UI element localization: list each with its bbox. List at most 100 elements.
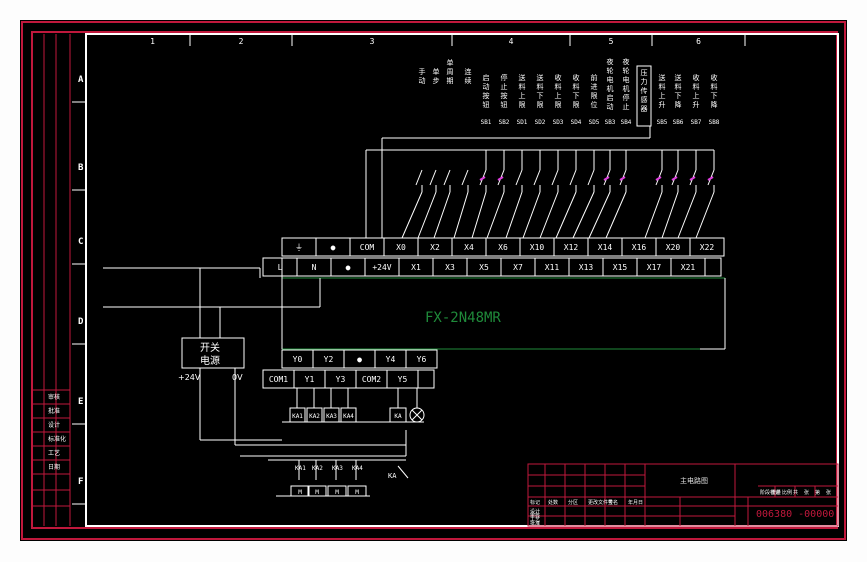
plc-bottom-terminal: +24V <box>372 263 391 272</box>
row-letter: B <box>78 163 84 173</box>
input-label-char: 连 <box>465 67 472 76</box>
input-label-char: 限 <box>519 100 526 109</box>
input-label-code: SB2 <box>499 119 510 126</box>
input-label-char: 止 <box>623 102 630 111</box>
input-label-char: 料 <box>675 82 682 91</box>
input-label-char: 料 <box>537 82 544 91</box>
input-label-char: 电 <box>623 75 630 84</box>
plc-bottom-terminal: X1 <box>411 263 421 272</box>
plc-top-terminal: X16 <box>632 243 647 252</box>
input-label-char: 续 <box>465 76 472 85</box>
input-label-char: 轮 <box>607 66 614 75</box>
input-label-char: 停 <box>623 93 630 102</box>
output-top-terminal: Y2 <box>324 355 334 364</box>
plc-bottom-terminal: X17 <box>647 263 662 272</box>
input-label-char: 送 <box>519 73 526 82</box>
input-label-char: 压 <box>641 69 648 77</box>
left-strip-label: 日期 <box>48 463 60 471</box>
drawing-frame <box>85 33 839 527</box>
ka-switch-label: KA <box>388 472 397 480</box>
input-label-char: 前 <box>591 73 598 82</box>
output-top-terminal: Y4 <box>386 355 396 364</box>
column-number: 4 <box>509 37 514 46</box>
input-label-code: SB7 <box>691 119 702 126</box>
input-label-char: 料 <box>519 82 526 91</box>
left-strip-label: 批准 <box>48 407 60 415</box>
motor-label: M <box>315 489 319 496</box>
plc-top-terminal: X22 <box>700 243 715 252</box>
power-supply-label-2: 电源 <box>200 354 220 367</box>
plc-top-terminal: ⏚ <box>295 243 303 252</box>
output-bottom-terminal: Y5 <box>398 375 408 384</box>
row-letter: E <box>78 397 83 407</box>
input-label-char: 上 <box>555 91 562 100</box>
input-label-char: 收 <box>555 73 562 82</box>
input-label-char: 感 <box>641 95 648 104</box>
input-label-char: 限 <box>555 100 562 109</box>
plc-bottom-terminal: ● <box>346 263 351 272</box>
input-labels: 手动单步单周期连续启动按钮SB1停止按钮SB2送料上限SD1送料下限SD2收料上… <box>419 57 720 126</box>
title-block-cell: 签名 <box>608 499 618 506</box>
input-label-char: 升 <box>659 100 666 109</box>
title-block-right-cell: 张 <box>804 489 809 496</box>
input-label-char: 送 <box>659 73 666 82</box>
input-label-char: 启 <box>607 93 614 102</box>
left-strip-label: 标准化 <box>48 435 66 443</box>
input-label-char: 收 <box>573 73 580 82</box>
input-label-char: 收 <box>693 73 700 82</box>
left-strip-label: 设计 <box>48 421 60 429</box>
input-label-char: 按 <box>501 91 508 100</box>
input-label-char: 下 <box>537 92 544 100</box>
motor-label: M <box>298 489 302 496</box>
input-label-code: SB3 <box>605 119 616 126</box>
plc-bottom-terminal: X3 <box>445 263 455 272</box>
input-label-char: 钮 <box>501 100 508 109</box>
power-supply-label-1: 开关 <box>200 341 220 354</box>
title-block-right-cell: 阶段标记 <box>760 489 780 496</box>
input-label-char: 单 <box>433 67 440 76</box>
row-letter: A <box>78 75 84 85</box>
power-supply-box <box>181 337 245 369</box>
motor-label: M <box>355 489 359 496</box>
left-margin-strip <box>32 34 71 526</box>
plc-top-terminal: X6 <box>498 243 508 252</box>
plc-top-terminal: X20 <box>666 243 681 252</box>
plc-top-terminal: X10 <box>530 243 545 252</box>
title-block-drawing-name: 主电路图 <box>680 476 708 485</box>
input-label-char: 动 <box>483 82 490 91</box>
plc-model-title: FX-2N48MR <box>425 310 501 326</box>
input-label-char: 料 <box>555 82 562 91</box>
power-supply-plus: +24V <box>178 373 201 382</box>
input-label-char: 期 <box>447 77 454 85</box>
coil-label: KA2 <box>309 413 320 420</box>
output-bottom-terminal: Y1 <box>305 375 315 384</box>
plc-bottom-terminal: X11 <box>545 263 560 272</box>
plc-top-terminal: COM <box>360 243 375 252</box>
input-label-char: 降 <box>711 100 718 109</box>
plc-bottom-terminal: X15 <box>613 263 628 272</box>
input-label-char: 动 <box>607 102 614 111</box>
title-block-cell: 批准 <box>530 520 540 527</box>
input-label-char: 进 <box>591 83 598 91</box>
title-block-cell: 设计 <box>530 508 540 515</box>
column-number: 2 <box>239 37 244 46</box>
coil-label: KA1 <box>292 413 303 420</box>
coil-label: KA3 <box>326 413 337 420</box>
input-label-code: SB6 <box>673 119 684 126</box>
output-top-terminal: Y0 <box>293 355 303 364</box>
input-label-char: 限 <box>573 100 580 109</box>
input-label-code: SD4 <box>571 119 582 126</box>
contact-label: KA1 <box>295 465 306 472</box>
input-label-char: 步 <box>433 77 440 85</box>
input-label-char: 下 <box>675 92 682 100</box>
left-strip-label: 工艺 <box>48 449 60 457</box>
input-label-char: 位 <box>591 100 598 109</box>
title-block-cell: 分区 <box>568 499 578 506</box>
contact-label: KA3 <box>332 465 343 472</box>
input-label-char: 轮 <box>623 66 630 75</box>
pressure-sensor-box <box>636 65 652 127</box>
column-number: 3 <box>370 37 375 46</box>
